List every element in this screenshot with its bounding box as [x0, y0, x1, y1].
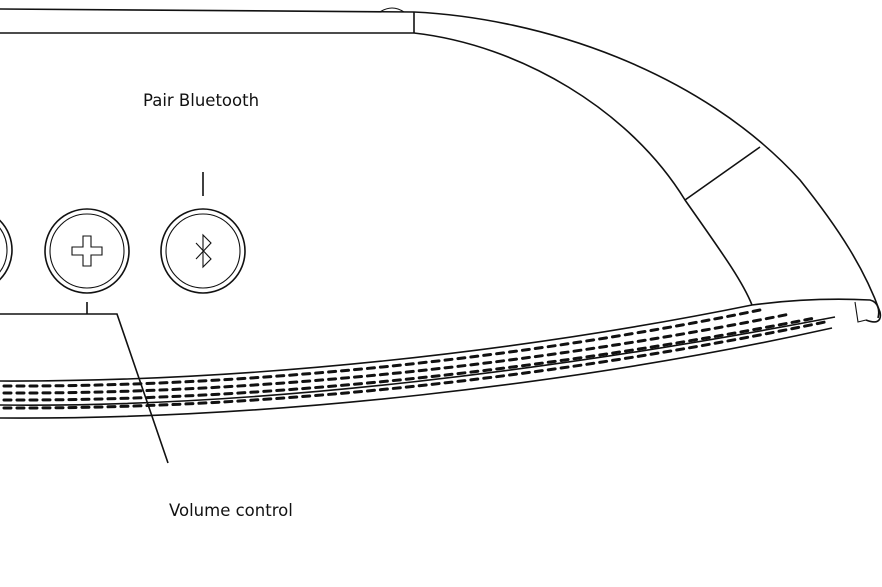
bluetooth-button[interactable]	[160, 208, 246, 294]
bluetooth-icon	[195, 233, 212, 269]
volume-up-button[interactable]	[44, 208, 130, 294]
volume-control-label: Volume control	[169, 501, 293, 520]
speaker-grille	[2, 308, 827, 410]
volume-control-callout-line	[0, 302, 169, 464]
plus-icon	[71, 235, 103, 267]
partial-button[interactable]	[0, 208, 13, 292]
speaker-body	[0, 7, 882, 419]
pair-bluetooth-label: Pair Bluetooth	[143, 91, 259, 110]
